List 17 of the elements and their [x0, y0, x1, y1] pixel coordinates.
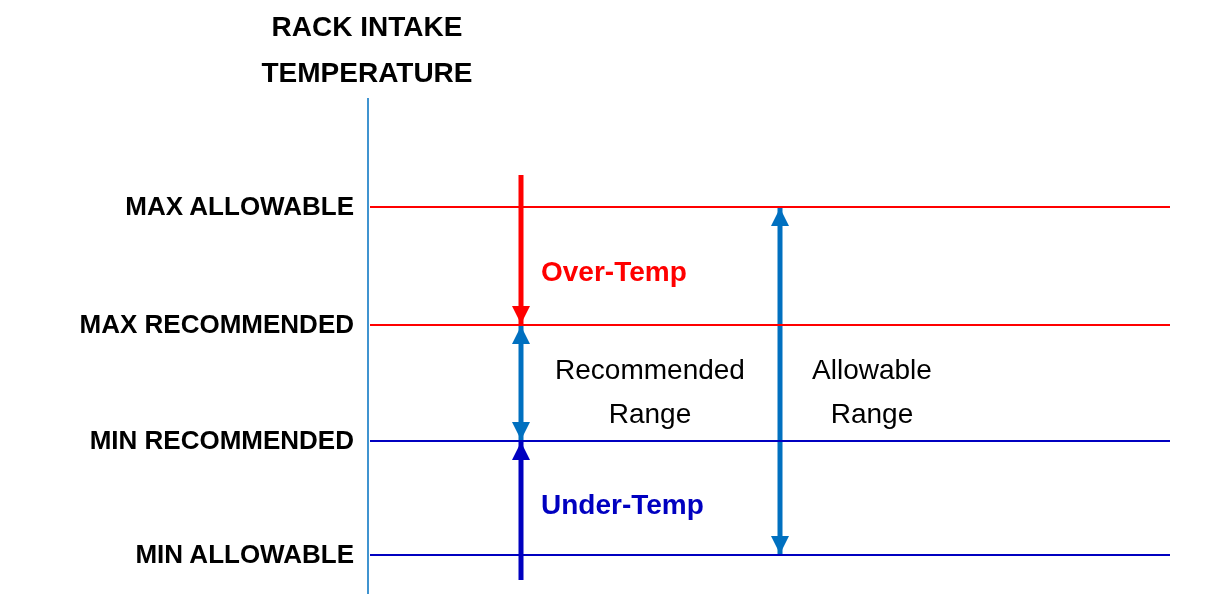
- threshold-label: MAX RECOMMENDED: [78, 308, 354, 340]
- threshold-label: MIN RECOMMENDED: [88, 424, 354, 456]
- edge-label: Under-Temp: [541, 488, 705, 522]
- axis-title: RACK INTAKE TEMPERATURE: [260, 10, 474, 90]
- threshold-label: MIN ALLOWABLE: [134, 538, 354, 570]
- threshold-line: [370, 324, 1170, 326]
- threshold-line: [370, 206, 1170, 208]
- edge-label: Over-Temp: [541, 255, 688, 289]
- edge-label: Allowable Range: [811, 353, 933, 431]
- edge-label: Recommended Range: [554, 353, 746, 431]
- threshold-line: [370, 554, 1170, 556]
- threshold-label: MAX ALLOWABLE: [124, 190, 354, 222]
- arrow: [512, 442, 530, 580]
- arrow: [512, 175, 530, 324]
- double-arrow: [512, 326, 530, 440]
- threshold-line: [370, 440, 1170, 442]
- double-arrow: [771, 208, 789, 554]
